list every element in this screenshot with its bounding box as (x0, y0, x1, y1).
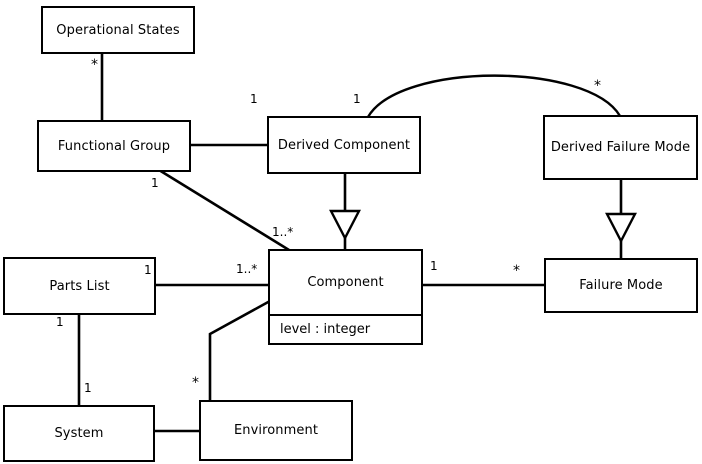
class-name-system: System (54, 426, 104, 441)
class-name-environment: Environment (233, 423, 319, 438)
edge-functionalgroup-component (158, 168, 290, 252)
multiplicity-functional-group-derived-component: 1 (250, 92, 258, 106)
class-box-component[interactable]: Component level : integer (268, 249, 423, 345)
class-name-derived-component: Derived Component (277, 137, 411, 153)
multiplicity-operational-states-functional-group: * (91, 57, 98, 73)
multiplicity-system-parts-list: 1 (84, 381, 92, 395)
edge-derivedcomponent-derivedfailuremode (366, 74, 622, 118)
class-name-functional-group: Functional Group (57, 138, 171, 154)
multiplicity-derived-failure-mode-arc: * (594, 78, 601, 94)
class-box-operational-states[interactable]: Operational States (41, 6, 195, 54)
multiplicity-component-parts-list: 1..* (236, 262, 258, 276)
class-attribute-component-level: level : integer (270, 314, 421, 343)
multiplicity-failure-mode-component: * (513, 263, 520, 279)
class-box-derived-failure-mode[interactable]: Derived Failure Mode (543, 115, 698, 180)
class-name-derived-failure-mode: Derived Failure Mode (550, 140, 691, 155)
multiplicity-component-functional-group: 1..* (272, 225, 294, 239)
class-name-component: Component (307, 275, 384, 290)
class-box-environment[interactable]: Environment (199, 400, 353, 461)
multiplicity-parts-list-system-near: 1 (56, 315, 64, 329)
multiplicity-parts-list-component-near: 1 (144, 263, 152, 277)
class-name-operational-states: Operational States (56, 22, 180, 38)
multiplicity-functional-group-component: 1 (151, 176, 159, 190)
class-name-failure-mode: Failure Mode (579, 278, 663, 293)
generalization-triangle-component (329, 209, 361, 241)
class-box-derived-component[interactable]: Derived Component (267, 116, 421, 174)
class-box-functional-group[interactable]: Functional Group (37, 120, 191, 172)
class-name-parts-list: Parts List (49, 278, 110, 294)
class-box-parts-list[interactable]: Parts List (3, 257, 156, 315)
class-box-failure-mode[interactable]: Failure Mode (544, 258, 698, 313)
multiplicity-environment-component: * (192, 375, 199, 391)
multiplicity-derived-component-arc: 1 (353, 92, 361, 106)
class-box-system[interactable]: System (3, 405, 155, 462)
edge-environment-component (208, 299, 271, 401)
generalization-triangle-failure-mode (605, 212, 637, 244)
multiplicity-component-failure-mode-near: 1 (430, 259, 438, 273)
